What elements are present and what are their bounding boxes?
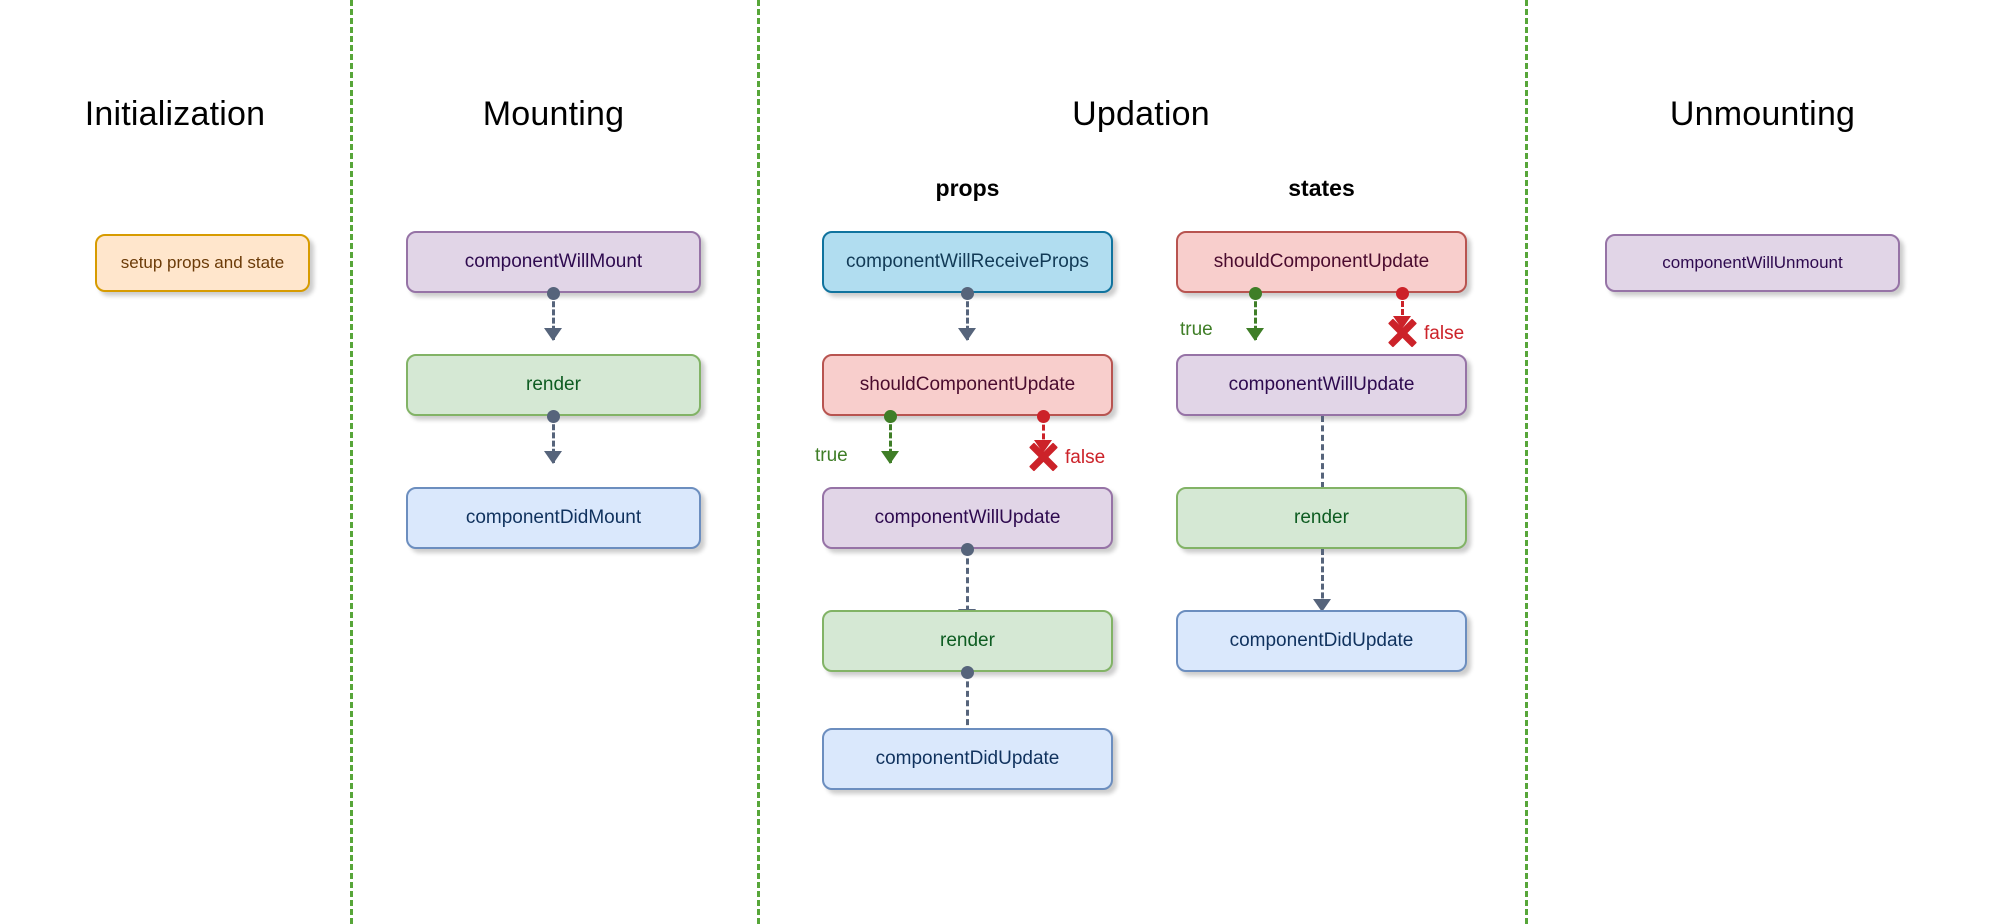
node-component-did-mount[interactable]: componentDidMount: [406, 487, 701, 549]
connector-mount-2: [552, 416, 555, 463]
column-separator-1: [350, 0, 353, 924]
phase-title-updation: Updation: [1072, 95, 1210, 133]
connector-props-true: [889, 416, 892, 463]
column-separator-2: [757, 0, 760, 924]
branch-label-states-true: true: [1180, 319, 1213, 340]
arrowhead-props-1: [958, 328, 976, 341]
branch-label-props-true: true: [815, 445, 848, 466]
connector-mount-1: [552, 293, 555, 340]
node-states-render[interactable]: render: [1176, 487, 1467, 549]
node-props-render[interactable]: render: [822, 610, 1113, 672]
arrowhead-states-true: [1246, 328, 1264, 341]
connector-states-false: [1401, 293, 1404, 323]
phase-title-initialization: Initialization: [84, 95, 266, 133]
connector-props-2: [966, 549, 969, 621]
connector-props-false: [1042, 416, 1045, 448]
subtitle-states: states: [1288, 175, 1355, 201]
connector-states-true: [1254, 293, 1257, 340]
arrowhead-states-3: [1313, 599, 1331, 612]
branch-label-props-false: false: [1065, 447, 1106, 468]
node-props-component-did-update[interactable]: componentDidUpdate: [822, 728, 1113, 790]
phase-title-unmounting: Unmounting: [1669, 95, 1856, 133]
node-states-should-component-update[interactable]: shouldComponentUpdate: [1176, 231, 1467, 293]
node-mounting-render[interactable]: render: [406, 354, 701, 416]
node-component-will-receive-props[interactable]: componentWillReceiveProps: [822, 231, 1113, 293]
connector-props-3: [966, 672, 969, 744]
blocked-x-icon-props: [1026, 440, 1060, 474]
node-component-will-mount[interactable]: componentWillMount: [406, 231, 701, 293]
node-props-should-component-update[interactable]: shouldComponentUpdate: [822, 354, 1113, 416]
connector-states-2: [1321, 416, 1324, 488]
arrowhead-mount-2: [544, 451, 562, 464]
phase-title-mounting: Mounting: [482, 95, 625, 133]
node-setup-props-and-state[interactable]: setup props and state: [95, 234, 310, 292]
node-states-component-will-update[interactable]: componentWillUpdate: [1176, 354, 1467, 416]
subtitle-props: props: [935, 175, 1000, 201]
node-props-component-will-update[interactable]: componentWillUpdate: [822, 487, 1113, 549]
blocked-x-icon-states: [1385, 316, 1419, 350]
column-separator-3: [1525, 0, 1528, 924]
node-component-will-unmount[interactable]: componentWillUnmount: [1605, 234, 1900, 292]
connector-props-1: [966, 293, 969, 340]
branch-label-states-false: false: [1424, 323, 1465, 344]
arrowhead-props-true: [881, 451, 899, 464]
node-states-component-did-update[interactable]: componentDidUpdate: [1176, 610, 1467, 672]
arrowhead-mount-1: [544, 328, 562, 341]
connector-states-3: [1321, 549, 1324, 607]
